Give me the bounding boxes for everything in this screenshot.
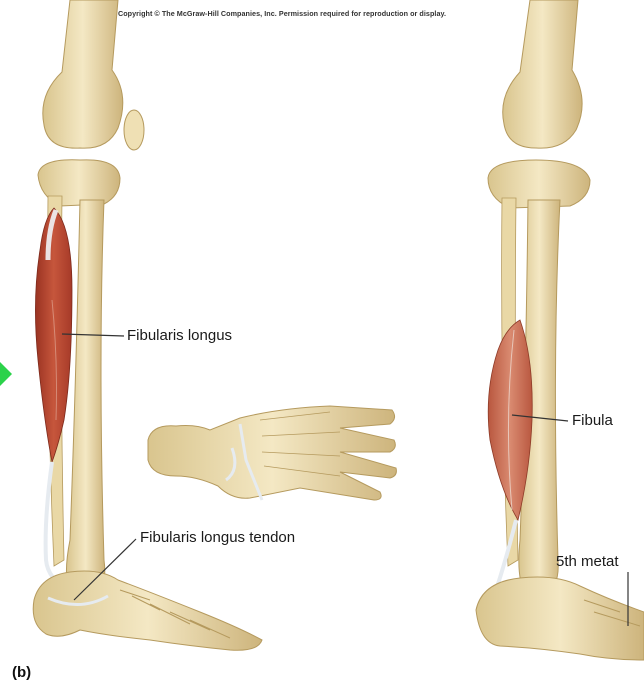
foot-right [476, 577, 644, 660]
plantar-foot [148, 406, 396, 500]
panel-letter: (b) [12, 664, 31, 681]
foot-left [33, 571, 262, 650]
arrow-icon [0, 362, 12, 386]
fibularis-longus-muscle [35, 208, 72, 462]
left-leg [33, 0, 262, 650]
copyright-notice: Copyright © The McGraw-Hill Companies, I… [118, 9, 446, 18]
label-fibularis-right: Fibula [572, 412, 613, 429]
femur-right [503, 0, 582, 148]
femur-left [43, 0, 123, 148]
label-fibularis-longus-tendon: Fibularis longus tendon [140, 529, 295, 546]
label-fifth-metatarsal: 5th metat [556, 553, 619, 570]
patella-left [124, 110, 144, 150]
tibia-left [66, 200, 104, 596]
label-fibularis-longus: Fibularis longus [127, 327, 232, 344]
